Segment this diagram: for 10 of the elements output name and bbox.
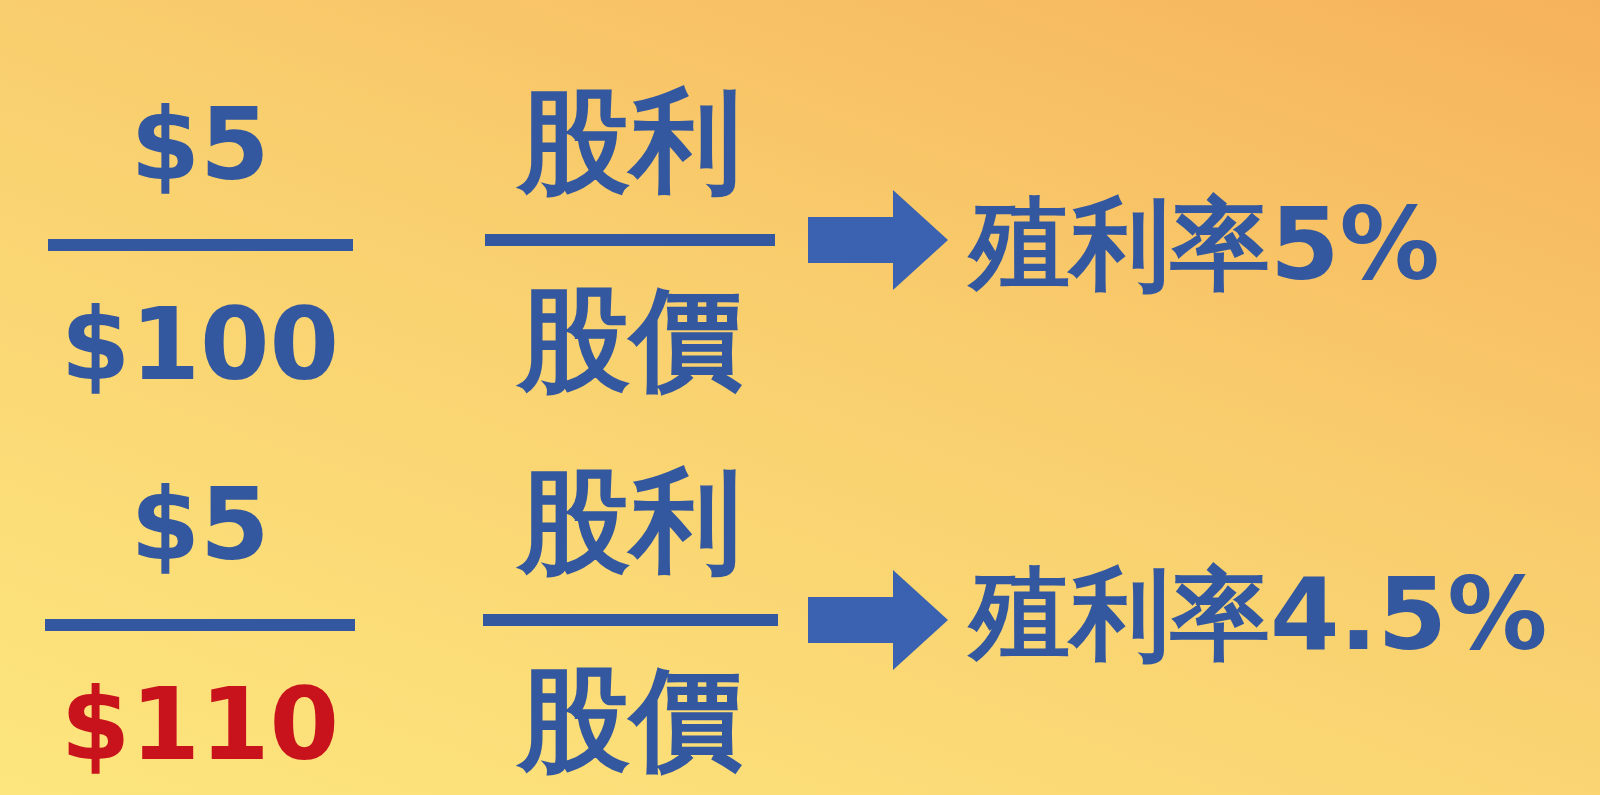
- denominator-text: $100: [60, 295, 340, 395]
- numerator-text: $5: [130, 475, 270, 575]
- arrow: [808, 190, 948, 290]
- denominator-text: 股價: [518, 283, 742, 395]
- arrow: [808, 570, 948, 670]
- denominator-text: 股價: [518, 663, 742, 775]
- numerator-text: 股利: [518, 465, 742, 577]
- numerator-text: 股利: [518, 85, 742, 197]
- numerator-text: $5: [130, 95, 270, 195]
- denominator-text: $110: [60, 675, 340, 775]
